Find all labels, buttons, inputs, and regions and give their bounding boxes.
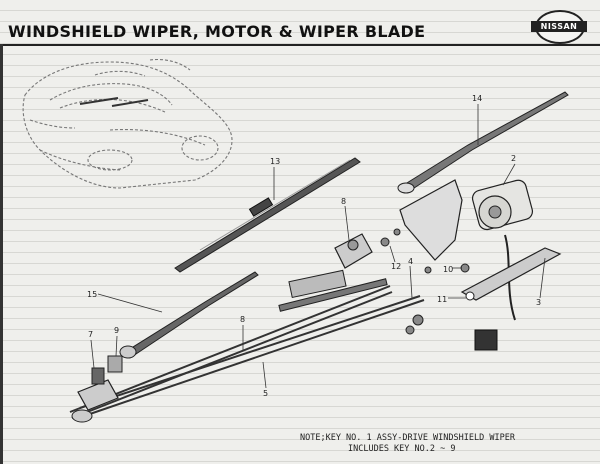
callout-label: 7 (88, 330, 93, 339)
small-fasteners (380, 228, 470, 335)
callout-label: 4 (408, 257, 413, 266)
callout-label: 11 (437, 295, 447, 304)
header-rule (0, 44, 600, 46)
callout-label: 12 (391, 262, 401, 271)
callout-label: 14 (472, 94, 482, 103)
page-title: WINDSHIELD WIPER, MOTOR & WIPER BLADE (8, 22, 426, 41)
motor-bracket (460, 247, 562, 301)
car-outline-illustration (22, 58, 233, 189)
callout-leaders (90, 104, 546, 389)
wiper-motor (399, 179, 534, 351)
nissan-logo: NISSAN (531, 10, 587, 44)
callout-label: 15 (87, 290, 97, 299)
car-wiper-blades (79, 97, 149, 107)
callout-numbers: 14 2 13 8 12 10 4 11 3 15 9 7 8 5 (87, 94, 541, 398)
callout-label: 8 (240, 315, 245, 324)
callout-label: 9 (114, 326, 119, 335)
wiper-pivot-right (288, 233, 373, 299)
callout-label: 2 (511, 154, 516, 163)
assembly-note: NOTE;KEY NO. 1 ASSY-DRIVE WINDSHIELD WIP… (300, 433, 590, 455)
wiper-pivot-left (71, 355, 123, 423)
drive-link-rods (69, 285, 425, 419)
callout-label: 13 (270, 157, 280, 166)
callout-label: 10 (443, 265, 453, 274)
left-margin-rule (0, 44, 3, 464)
wiper-blade (174, 157, 361, 273)
callout-label: 3 (536, 298, 541, 307)
connecting-rod (278, 278, 388, 312)
wiper-arm-upper (397, 91, 569, 194)
note-line-2: INCLUDES KEY NO.2 ~ 9 (348, 444, 456, 454)
logo-text: NISSAN (531, 21, 587, 32)
note-line-1: NOTE;KEY NO. 1 ASSY-DRIVE WINDSHIELD WIP… (300, 433, 515, 443)
wiper-arm-lower (119, 271, 259, 359)
callout-label: 5 (263, 389, 268, 398)
callout-label: 8 (341, 197, 346, 206)
